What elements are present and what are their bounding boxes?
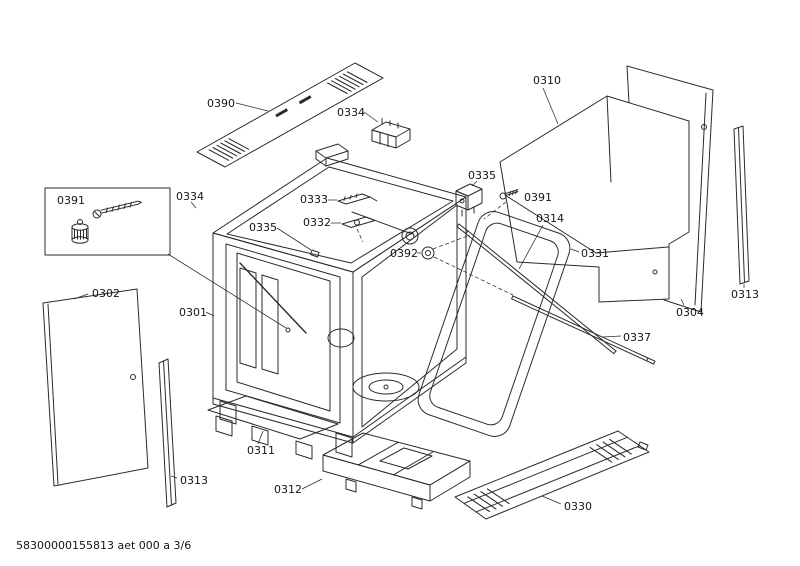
panel-0302 [42, 288, 149, 487]
callout-0332: 0332 [303, 216, 331, 229]
callouts: 0390 0334 0310 0391 0334 0335 0391 0333 … [57, 74, 759, 513]
panel-0310 [499, 95, 690, 303]
callout-0334-left: 0334 [176, 190, 204, 203]
detail-box-0391 [44, 187, 171, 256]
bracket-0335-top-right [455, 183, 483, 217]
callout-0335-left: 0335 [249, 221, 277, 234]
callout-0310: 0310 [533, 74, 561, 87]
hinge-right [335, 432, 353, 458]
corner-bracket [315, 143, 349, 159]
callout-0335-top-right: 0335 [468, 169, 496, 182]
connector-0334-top [371, 118, 411, 149]
tube-0337 [511, 295, 656, 365]
callout-0312: 0312 [274, 483, 302, 496]
sump-opening [352, 372, 420, 402]
frame-0331 [417, 211, 571, 437]
door-spring-rod [239, 262, 307, 334]
screw-0391-right [499, 189, 519, 200]
base-frame-0311 [207, 395, 339, 460]
clip-0335-left-part [310, 249, 320, 258]
callout-0302: 0302 [92, 287, 120, 300]
callout-0390: 0390 [207, 97, 235, 110]
callout-0301: 0301 [179, 306, 207, 319]
callout-0313-right: 0313 [731, 288, 759, 301]
callout-0330: 0330 [564, 500, 592, 513]
callout-0392: 0392 [390, 247, 418, 260]
tub-assembly-0301 [212, 143, 467, 458]
callout-0313-left: 0313 [180, 474, 208, 487]
callout-0311: 0311 [247, 444, 275, 457]
grommet-0392 [421, 246, 435, 260]
tube-0314 [456, 223, 617, 355]
hinge-left [219, 400, 237, 425]
alignment-dashed-lines [356, 201, 514, 296]
callout-leader-lines [73, 87, 745, 505]
callout-0333: 0333 [300, 193, 328, 206]
callout-0391-box: 0391 [57, 194, 85, 207]
callout-0314: 0314 [536, 212, 564, 225]
callout-0334-top: 0334 [337, 106, 365, 119]
panel-0330 [454, 430, 650, 520]
document-number: 58300000155813 aet 000 a 3/6 [16, 539, 191, 552]
strip-0313-left [158, 358, 177, 508]
callout-0331: 0331 [581, 247, 609, 260]
bracket-0333 [337, 193, 378, 205]
valve-fitting-icon [77, 219, 83, 225]
panel-0390 [196, 62, 384, 168]
base-pan-0312 [322, 432, 471, 510]
pump-housing [327, 328, 355, 348]
strip-0313-right [733, 125, 750, 285]
callout-0391-screw: 0391 [524, 191, 552, 204]
callout-0337: 0337 [623, 331, 651, 344]
callout-0304: 0304 [676, 306, 704, 319]
bracket-0332 [341, 216, 376, 228]
